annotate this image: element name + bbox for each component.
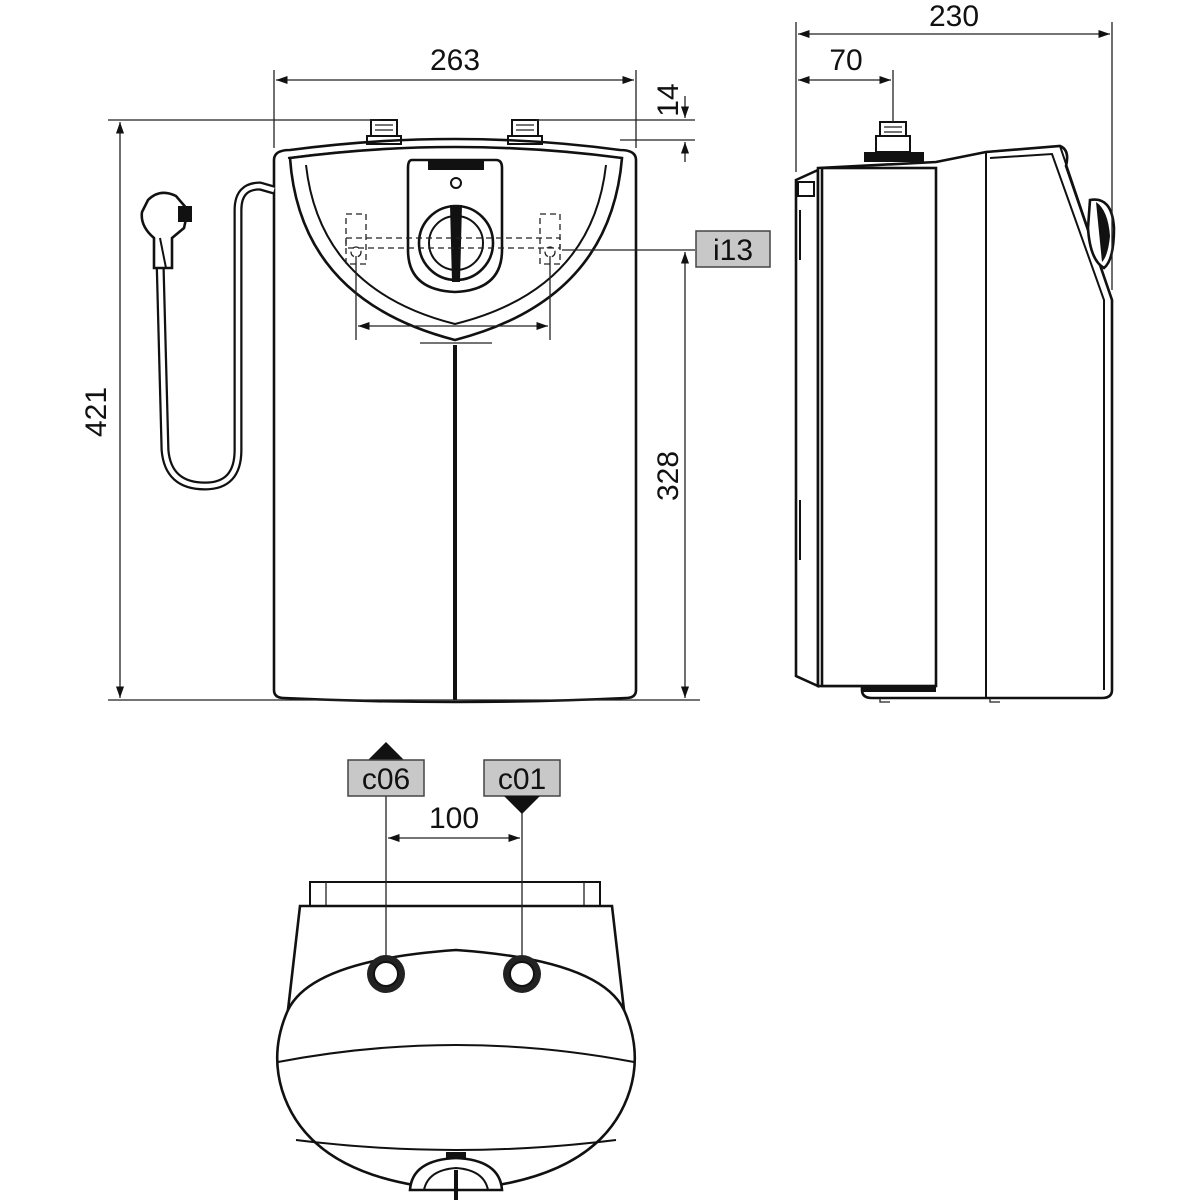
power-plug-icon [140,191,192,270]
dim-connection-spacing: 100 [429,802,479,835]
bottom-cover [275,948,637,1192]
dim-total-height: 421 [80,387,113,437]
cold-water-arrow-icon [504,796,540,814]
bottom-cover-line-2 [295,1139,617,1151]
bottom-dimensions: 100 c06 c01 [347,742,561,955]
front-connection-right [507,119,543,145]
front-dimensions: 263 421 14 328 i13 [80,44,771,701]
front-view [140,119,638,704]
bottom-view [275,881,637,1200]
dim-front-width: 263 [430,44,480,77]
side-front-panel [820,166,938,688]
dim-side-depth: 230 [929,0,979,33]
tag-mounting: i13 [713,234,753,267]
front-connection-left [366,119,402,145]
indicator-light [450,177,462,189]
dim-side-connection-offset: 70 [829,44,862,77]
bottom-connection-hot [367,955,405,993]
bottom-wall-plate [309,881,601,907]
bottom-cover-line-1 [277,1044,635,1063]
tag-cold-water: c01 [498,763,546,796]
side-dimensions: 230 70 [795,0,1113,290]
tag-cold-water-box [483,759,561,797]
hot-water-arrow-icon [368,742,404,760]
knob-grip [450,205,462,282]
dim-connection-height: 328 [652,451,685,501]
dim-top-offset: 14 [652,83,685,116]
tag-hot-water-box [347,759,425,797]
tag-hot-water: c06 [362,763,410,796]
bottom-connection-cold [503,955,541,993]
power-cable-inner [157,183,275,489]
tag-mounting-box [695,230,771,268]
side-view [794,121,1116,703]
side-connection [864,121,924,162]
brand-label [428,160,484,170]
side-cover-inner [989,152,1105,690]
side-cover-curve [935,144,1113,301]
